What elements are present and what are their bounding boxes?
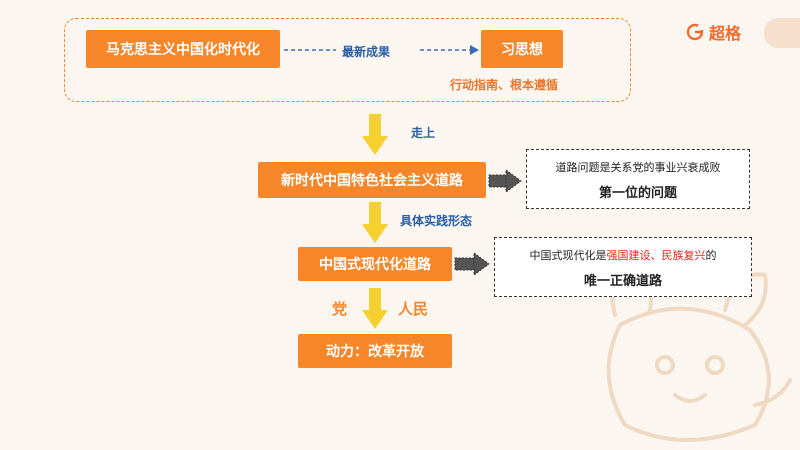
node-modernization-label: 中国式现代化道路 [319, 257, 431, 273]
note2-line2: 唯一正确道路 [583, 274, 662, 289]
note-modernization: 中国式现代化是强国建设、民族复兴的 唯一正确道路 [494, 237, 752, 297]
note2-line1-suffix: 的 [705, 249, 717, 262]
corner-tab [764, 18, 800, 48]
note2-line1: 中国式现代化是强国建设、民族复兴的 [495, 247, 751, 263]
down-arrow-1-icon [362, 114, 388, 155]
node-socialism-road: 新时代中国特色社会主义道路 [258, 162, 486, 198]
node-xi-thought-label: 习思想 [501, 42, 543, 58]
people-label: 人民 [398, 300, 429, 318]
brand-name: 超格 [709, 24, 742, 43]
arrow-2-label: 具体实践形态 [400, 214, 473, 228]
right-arrow-2-icon [454, 252, 490, 276]
right-arrow-1-icon [488, 169, 522, 193]
node-reform-label: 动力：改革开放 [326, 344, 424, 360]
note2-line1-prefix: 中国式现代化是 [529, 249, 607, 262]
connector-label: 最新成果 [342, 45, 391, 59]
note1-line1: 道路问题是关系党的事业兴衰成败 [555, 161, 721, 174]
top-group-frame [64, 18, 631, 102]
node-xi-thought: 习思想 [481, 30, 563, 68]
node-sinicization-label: 马克思主义中国化时代化 [106, 42, 260, 58]
arrow-1-label: 走上 [411, 126, 436, 140]
node-socialism-road-label: 新时代中国特色社会主义道路 [281, 173, 463, 189]
note-road-importance: 道路问题是关系党的事业兴衰成败 第一位的问题 [526, 149, 750, 209]
party-label: 党 [332, 300, 348, 318]
down-arrow-2-icon [362, 202, 388, 243]
brand-logo: 超格 [686, 20, 741, 44]
note1-line2: 第一位的问题 [598, 186, 677, 201]
node-chinese-modernization-road: 中国式现代化道路 [298, 247, 452, 281]
xi-thought-caption: 行动指南、根本遵循 [450, 78, 559, 92]
node-sinicization-of-marxism: 马克思主义中国化时代化 [86, 30, 280, 68]
note2-line1-highlight: 强国建设、民族复兴 [606, 249, 706, 262]
brand-g-icon [686, 23, 704, 41]
down-arrow-3-icon [362, 288, 388, 329]
dashed-arrow-connector [284, 45, 479, 55]
node-reform-opening: 动力：改革开放 [298, 334, 452, 368]
